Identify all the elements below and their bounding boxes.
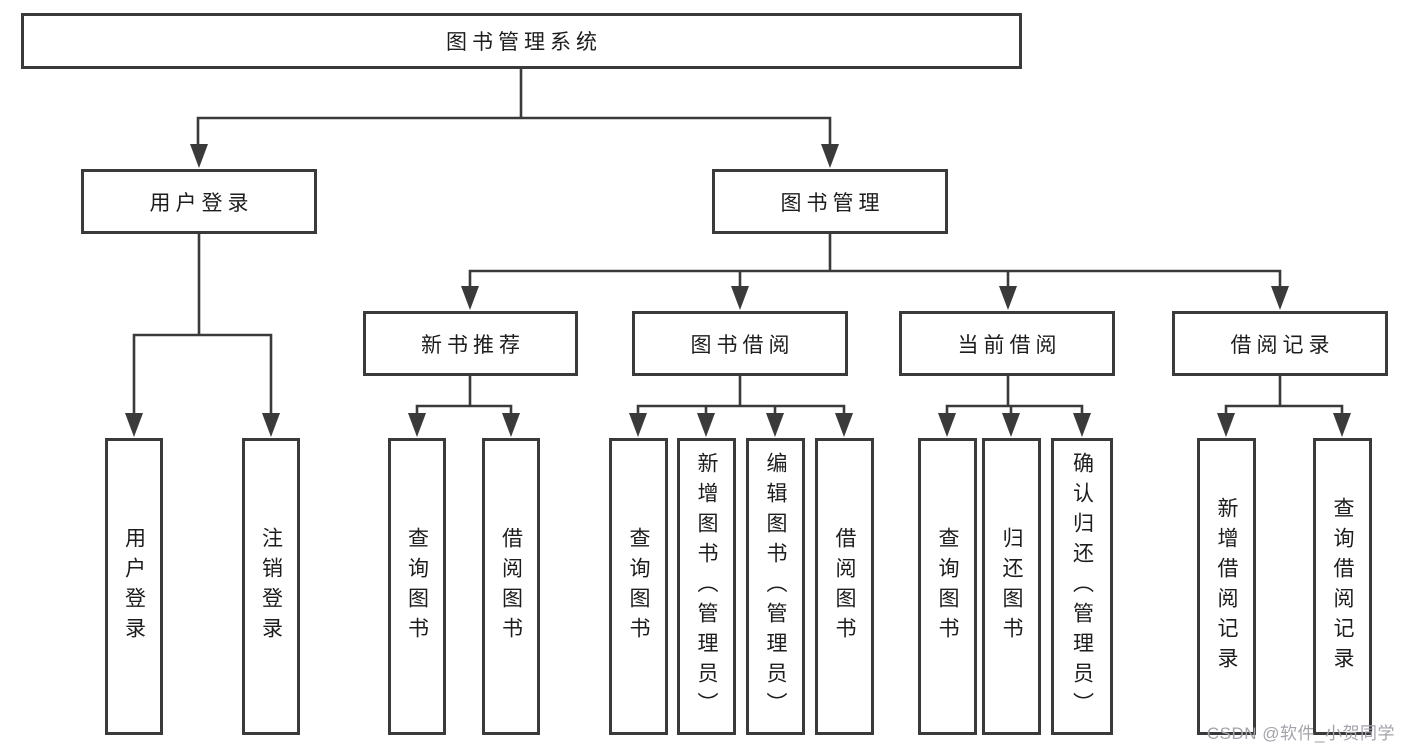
arrowhead-icons [125, 144, 1351, 437]
leaf-label: 编辑图书（管理员） [764, 451, 787, 722]
leaf-borrow-books-recommend: 借阅图书 [482, 438, 540, 735]
leaf-confirm-return-admin: 确认归还（管理员） [1051, 438, 1113, 735]
leaf-label: 新增图书（管理员） [695, 451, 718, 722]
leaf-query-books-current: 查询图书 [918, 438, 977, 735]
leaf-query-borrow-record: 查询借阅记录 [1313, 438, 1372, 735]
leaf-label: 查询图书 [936, 526, 959, 647]
leaf-borrow-books: 借阅图书 [815, 438, 874, 735]
leaf-user-login: 用户登录 [105, 438, 163, 735]
node-new-book-recommend: 新书推荐 [363, 311, 578, 376]
arrow-down-icon [1333, 413, 1351, 437]
arrow-down-icon [697, 413, 715, 437]
leaf-label: 查询图书 [405, 526, 429, 647]
leaf-add-borrow-record: 新增借阅记录 [1197, 438, 1256, 735]
csdn-watermark: CSDN @软件_小贺同学 [1206, 724, 1395, 743]
tree-connectors [132, 66, 1344, 419]
arrow-down-icon [731, 286, 749, 310]
leaf-label: 借阅图书 [499, 526, 523, 647]
node-current-borrowing: 当前借阅 [899, 311, 1115, 376]
leaf-label: 查询图书 [627, 526, 650, 647]
arrow-down-icon [1073, 413, 1091, 437]
arrow-down-icon [1217, 413, 1235, 437]
node-library-system-root: 图书管理系统 [21, 13, 1022, 69]
leaf-label: 用户登录 [122, 526, 146, 647]
arrow-down-icon [408, 413, 426, 437]
leaf-label: 注销登录 [259, 526, 283, 647]
node-borrow-records: 借阅记录 [1172, 311, 1388, 376]
arrow-down-icon [999, 286, 1017, 310]
arrow-down-icon [190, 144, 208, 168]
arrow-down-icon [1002, 413, 1020, 437]
node-user-login-branch: 用户登录 [81, 169, 317, 234]
leaf-label: 查询借阅记录 [1331, 496, 1354, 677]
arrow-down-icon [461, 286, 479, 310]
leaf-add-books-admin: 新增图书（管理员） [677, 438, 736, 735]
leaf-label: 新增借阅记录 [1215, 496, 1238, 677]
leaf-return-books: 归还图书 [982, 438, 1041, 735]
arrow-down-icon [835, 413, 853, 437]
arrow-down-icon [938, 413, 956, 437]
node-book-management-branch: 图书管理 [712, 169, 948, 234]
leaf-label: 归还图书 [1000, 526, 1023, 647]
arrow-down-icon [125, 413, 143, 437]
arrow-down-icon [1271, 286, 1289, 310]
leaf-edit-books-admin: 编辑图书（管理员） [746, 438, 805, 735]
leaf-label: 借阅图书 [833, 526, 856, 647]
arrow-down-icon [262, 413, 280, 437]
node-book-borrowing: 图书借阅 [632, 311, 848, 376]
leaf-label: 确认归还（管理员） [1070, 451, 1094, 722]
arrow-down-icon [502, 413, 520, 437]
arrow-down-icon [821, 144, 839, 168]
leaf-logout: 注销登录 [242, 438, 300, 735]
arrow-down-icon [629, 413, 647, 437]
arrow-down-icon [766, 413, 784, 437]
leaf-query-books-borrowing: 查询图书 [609, 438, 668, 735]
leaf-query-books-recommend: 查询图书 [388, 438, 446, 735]
